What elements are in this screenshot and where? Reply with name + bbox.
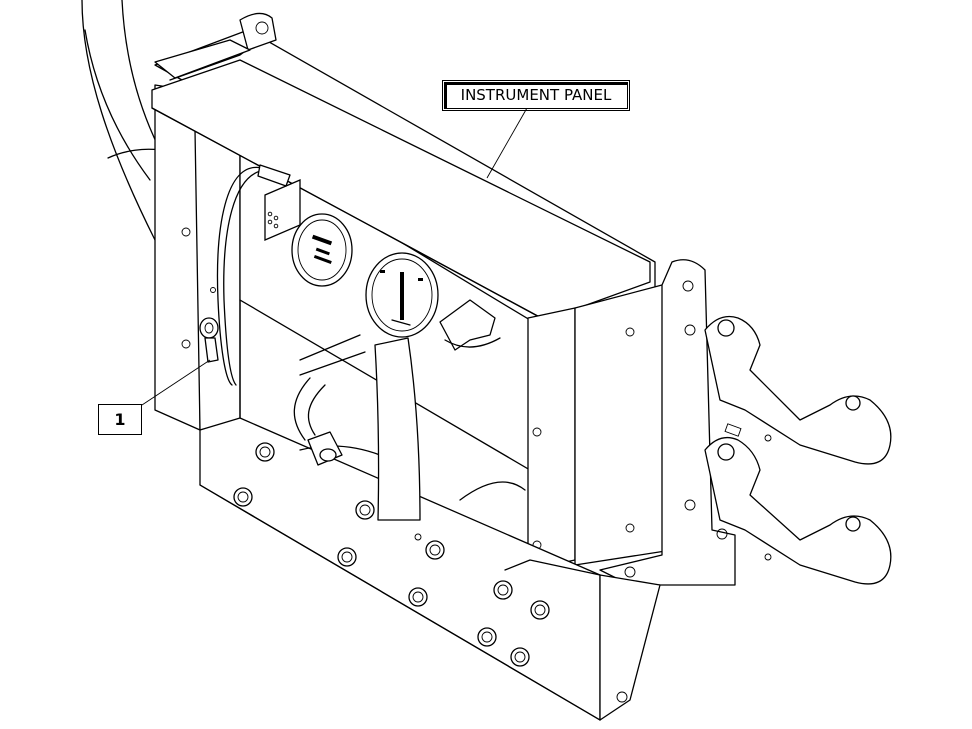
main-frame — [151, 12, 656, 472]
base-beam — [199, 299, 661, 721]
right-post — [527, 259, 736, 586]
gauge-left — [291, 213, 353, 287]
bolt-holes — [233, 442, 550, 667]
instrument-cluster — [264, 179, 501, 351]
wiring-harness — [199, 164, 291, 386]
hydraulic-hose — [293, 334, 421, 521]
instrument-panel-callout: INSTRUMENT PANEL — [442, 80, 630, 111]
hose-assembly — [81, 0, 161, 241]
lift-arms — [704, 315, 892, 585]
leader-lines — [141, 107, 528, 406]
item-1-callout: 1 — [98, 404, 142, 435]
ring-terminal — [199, 317, 219, 363]
gauge-right — [365, 252, 439, 338]
